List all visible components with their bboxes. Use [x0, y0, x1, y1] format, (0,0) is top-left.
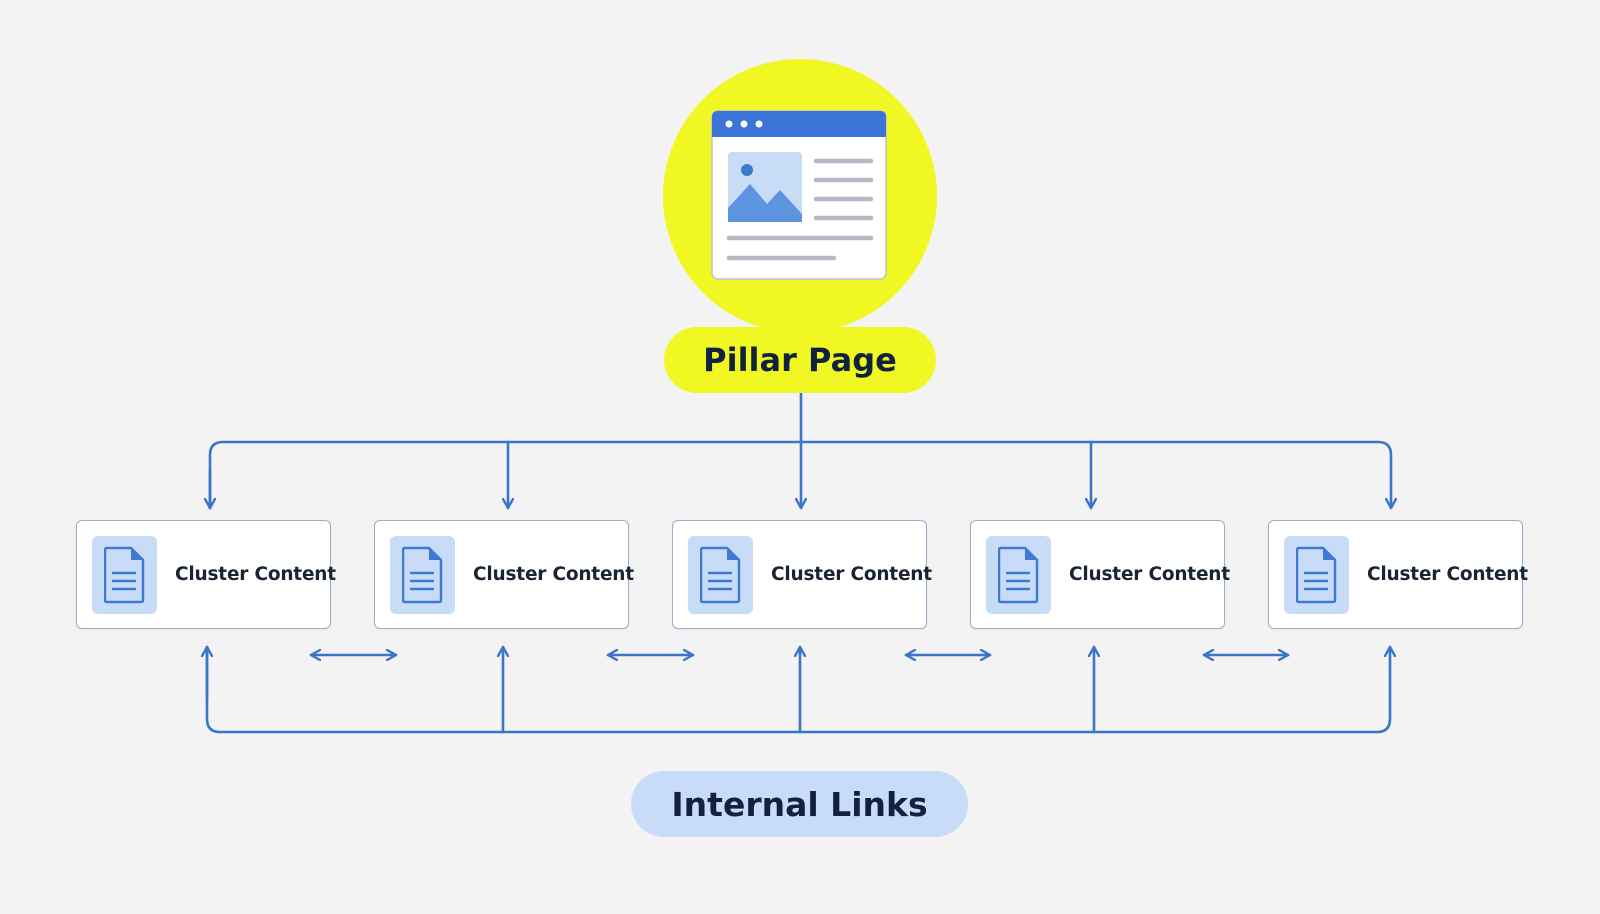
cluster-card-label: Cluster Content — [1069, 564, 1230, 585]
document-icon — [688, 536, 753, 614]
webpage-icon — [711, 110, 887, 280]
internal-link-bus — [205, 645, 1390, 734]
pillar-to-cluster-links — [210, 391, 1391, 510]
cluster-card-3: Cluster Content — [672, 520, 932, 629]
image-placeholder-icon — [728, 152, 802, 222]
cluster-card-label: Cluster Content — [175, 564, 336, 585]
cluster-card-label: Cluster Content — [771, 564, 932, 585]
document-icon — [92, 536, 157, 614]
document-icon — [1284, 536, 1349, 614]
cluster-card-4: Cluster Content — [970, 520, 1230, 629]
cluster-card-2: Cluster Content — [374, 520, 634, 629]
document-icon — [986, 536, 1051, 614]
cluster-card-label: Cluster Content — [1367, 564, 1528, 585]
bottom-bus-line — [205, 645, 1390, 734]
cluster-card-label: Cluster Content — [473, 564, 634, 585]
internal-links-label: Internal Links — [631, 771, 968, 837]
pillar-page-label: Pillar Page — [664, 327, 936, 393]
document-icon — [390, 536, 455, 614]
cluster-card-1: Cluster Content — [76, 520, 336, 629]
cluster-card-5: Cluster Content — [1268, 520, 1528, 629]
